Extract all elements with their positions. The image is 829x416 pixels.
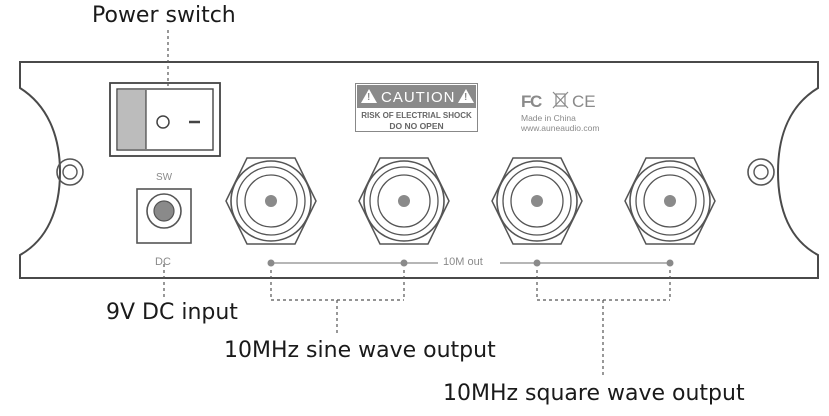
warning-triangle-icon: ! (458, 89, 474, 103)
out-indicator-line (267, 259, 674, 267)
svg-text:C: C (530, 92, 542, 111)
weee-bin-icon (552, 91, 569, 109)
sine-output-bracket (270, 270, 405, 336)
sw-label: SW (156, 172, 173, 183)
made-in-text: Made in China (521, 113, 576, 123)
left-screw (56, 158, 84, 186)
warning-triangle-icon: ! (361, 89, 377, 103)
out-label: 10M out (443, 256, 483, 268)
caution-label: ! CAUTION ! RISK OF ELECTRIAL SHOCK DO N… (355, 83, 478, 132)
svg-text:F: F (521, 92, 531, 111)
dc-input-label: 9V DC input (106, 300, 238, 325)
bnc-connector-3 (491, 157, 583, 245)
caution-title: CAUTION (381, 89, 456, 106)
ce-mark-icon: CE (572, 92, 596, 111)
caution-line-1: RISK OF ELECTRIAL SHOCK (361, 111, 472, 120)
switch-off-symbol (156, 115, 170, 129)
power-switch-label: Power switch (92, 3, 236, 28)
square-output-bracket (536, 270, 671, 378)
bnc-connector-2 (358, 157, 450, 245)
svg-text:CE: CE (572, 92, 596, 111)
website-text: www.auneaudio.com (521, 123, 600, 133)
caution-header: ! CAUTION ! (357, 85, 476, 108)
square-output-label: 10MHz square wave output (443, 381, 745, 406)
dc-jack (136, 188, 192, 244)
caution-line-2: DO NO OPEN (389, 121, 444, 131)
power-switch (109, 82, 221, 157)
dc-label: DC (155, 256, 171, 268)
right-screw (747, 158, 775, 186)
bnc-connector-4 (624, 157, 716, 245)
bnc-connector-1 (225, 157, 317, 245)
fcc-mark-icon: F C (521, 92, 542, 111)
sine-output-label: 10MHz sine wave output (224, 338, 496, 363)
